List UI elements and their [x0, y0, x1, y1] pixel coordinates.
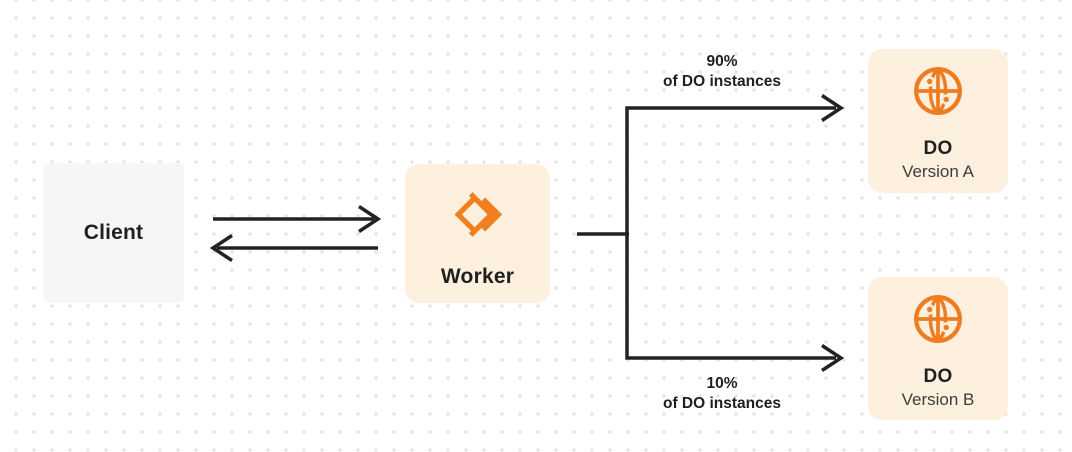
branch-b-caption: of DO instances [663, 395, 781, 412]
do-version-b-title: DO [923, 366, 953, 387]
worker-node: Worker [405, 164, 550, 303]
cloudflare-workers-logo-icon [453, 192, 502, 237]
do-version-a-subtitle: Version A [902, 162, 974, 181]
client-to-worker-arrowhead-icon [358, 205, 382, 233]
durable-object-globe-icon [914, 67, 962, 115]
client-node: Client [43, 163, 184, 303]
branch-b-arrowhead-icon [821, 344, 845, 372]
branch-a-percent: 90% [706, 53, 738, 70]
do-version-a-node: DO Version A [868, 49, 1008, 193]
branch-a-caption: of DO instances [663, 73, 781, 90]
worker-to-client-arrowhead-icon [209, 234, 233, 262]
do-version-b-node: DO Version B [868, 277, 1008, 420]
do-version-b-subtitle: Version B [901, 390, 975, 409]
branch-a-label: 90% of DO instances [602, 52, 842, 92]
branch-b-label: 10% of DO instances [602, 374, 842, 414]
branch-b-percent: 10% [706, 375, 738, 392]
branch-trunk-line [625, 106, 836, 360]
worker-label: Worker [440, 265, 515, 288]
do-version-a-title: DO [923, 138, 953, 159]
branch-a-arrowhead-icon [821, 94, 845, 122]
client-label: Client [83, 221, 144, 244]
durable-object-globe-icon [914, 295, 962, 343]
